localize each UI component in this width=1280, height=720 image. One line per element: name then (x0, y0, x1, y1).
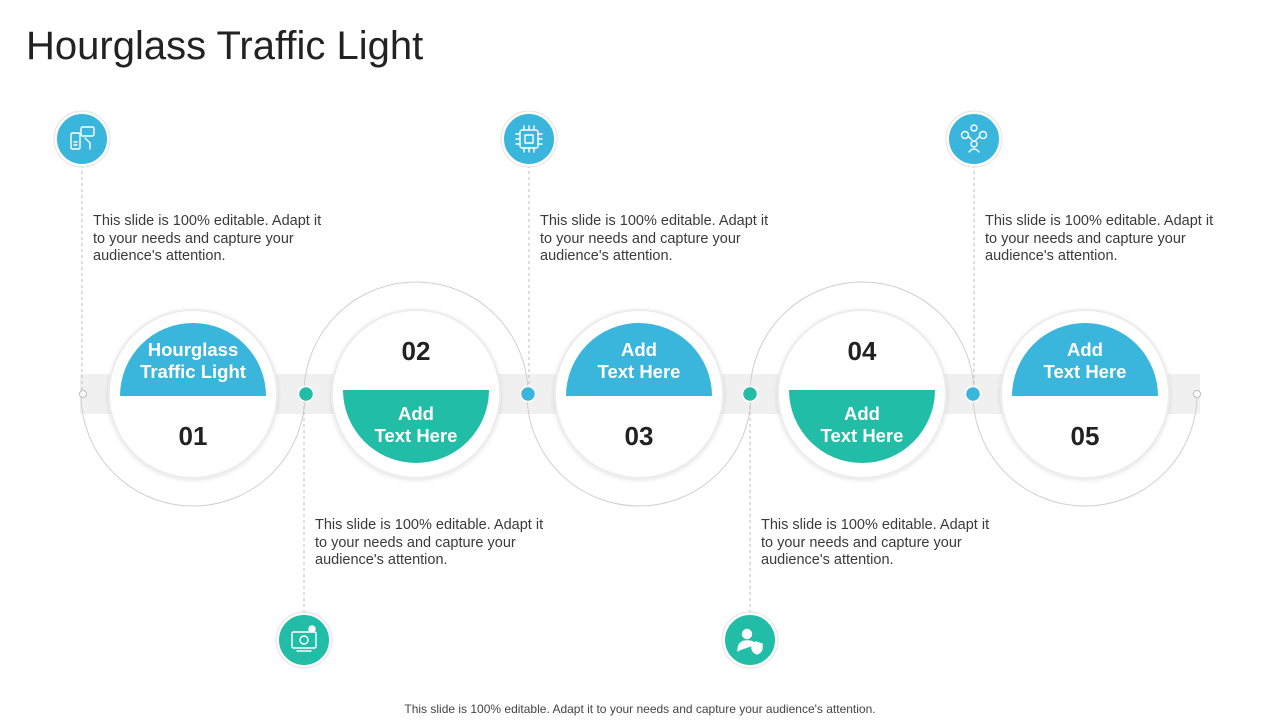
step-caption-line: Traffic Light (140, 361, 246, 382)
phone-shape (70, 132, 81, 150)
footer-note: This slide is 100% editable. Adapt it to… (404, 702, 876, 716)
shield-shape (751, 641, 763, 655)
step-description: This slide is 100% editable. Adapt it to… (985, 213, 1214, 264)
node-circle (970, 124, 978, 132)
icon-badge (502, 112, 556, 166)
step-description: This slide is 100% editable. Adapt it to… (315, 517, 544, 568)
step-half-circle (566, 323, 712, 396)
step-caption-line: Add (621, 339, 657, 360)
node-circle (978, 130, 988, 140)
step-half-circle (789, 390, 935, 463)
icon-badge-ring (275, 611, 333, 669)
node-circle (960, 130, 970, 140)
step-caption-line: Text Here (1043, 361, 1127, 382)
step-description: This slide is 100% editable. Adapt it to… (761, 517, 990, 568)
card-shape (80, 126, 95, 137)
junction-dot (964, 385, 982, 403)
icon-badge-ring (500, 110, 558, 168)
icon-badge (55, 112, 109, 166)
person-head (970, 140, 978, 148)
step-description: This slide is 100% editable. Adapt it to… (540, 213, 769, 264)
page-title: Hourglass Traffic Light (26, 24, 424, 68)
step-half-circle (120, 323, 266, 396)
step-number: 02 (401, 336, 431, 366)
step-half-circle (343, 390, 489, 463)
coin-shape (299, 635, 309, 645)
icon-badge (723, 613, 777, 667)
user-shield-icon (737, 628, 763, 655)
step-number: 01 (178, 421, 208, 451)
monitor-shape (291, 631, 317, 649)
junction-dot (741, 385, 759, 403)
user-head (741, 628, 753, 640)
step-caption-line: Add (1067, 339, 1103, 360)
step-caption-line: Hourglass (147, 339, 239, 360)
step-caption-line: Text Here (374, 425, 458, 446)
step-description: This slide is 100% editable. Adapt it to… (93, 213, 322, 264)
mobile-payment-icon (70, 126, 95, 150)
junction-dot (297, 385, 315, 403)
outer-half-ring (80, 393, 306, 507)
step-number: 03 (624, 421, 654, 451)
step-number: 05 (1070, 421, 1100, 451)
money-monitor-icon (291, 625, 317, 652)
hand-shape (84, 137, 91, 150)
icon-badge-ring (53, 110, 111, 168)
icon-badge-ring (721, 611, 779, 669)
microchip-icon (515, 125, 543, 153)
icon-badge-ring (945, 110, 1003, 168)
outer-half-ring (526, 393, 752, 507)
outer-half-ring (972, 393, 1198, 507)
link-line (967, 135, 973, 141)
outer-half-ring (303, 281, 529, 395)
step-half-circle (1012, 323, 1158, 396)
junction-dot (519, 385, 537, 403)
step-caption-line: Add (844, 403, 880, 424)
icon-badge (277, 613, 331, 667)
dollar-badge (308, 625, 316, 633)
outer-half-ring (749, 281, 975, 395)
step-caption-line: Text Here (597, 361, 681, 382)
icon-badge (947, 112, 1001, 166)
chip-core (524, 134, 534, 144)
person-body (968, 148, 980, 153)
step-number: 04 (847, 336, 877, 366)
timeline-start-marker (79, 390, 87, 398)
network-people-icon (960, 124, 988, 153)
step-caption-line: Text Here (820, 425, 904, 446)
step-caption-line: Add (398, 403, 434, 424)
link-line (975, 135, 981, 141)
timeline-end-marker (1193, 390, 1201, 398)
